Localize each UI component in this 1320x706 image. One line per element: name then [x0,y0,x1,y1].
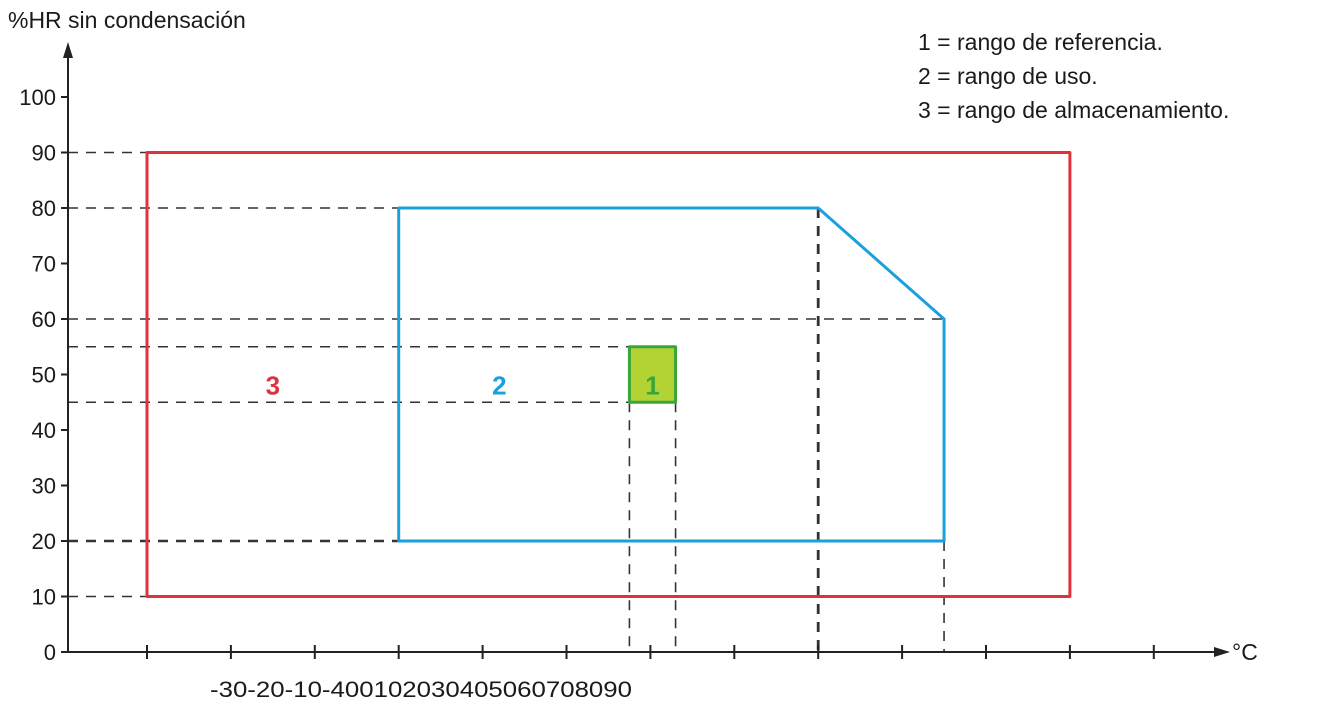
y-tick-label-90: 90 [32,141,56,166]
y-tick-label-20: 20 [32,529,56,554]
legend-item-2: 2 = rango de uso. [918,63,1098,89]
region-2-shape [397,206,946,543]
guide-lines [68,151,945,652]
region-label-3: 3 [266,371,280,401]
region-label-2: 2 [492,371,506,401]
region-labels: 3 2 1 [266,371,660,401]
y-axis-arrow [63,42,73,58]
region-label-1: 1 [645,371,659,401]
legend-item-3: 3 = rango de almacenamiento. [918,97,1229,123]
y-tick-label-0: 0 [44,640,56,665]
y-tick-label-60: 60 [32,307,56,332]
x-axis-unit: °C [1232,639,1258,665]
y-tick-label-70: 70 [32,252,56,277]
y-tick-label-80: 80 [32,196,56,221]
y-ticks: 0 10 20 30 40 50 60 70 80 90 100 [19,85,68,665]
x-ticks [146,645,1155,659]
y-tick-label-10: 10 [32,585,56,610]
x-tick-labels: -30-20-10-400102030405060708090 [210,677,632,702]
y-tick-label-50: 50 [32,363,56,388]
regions [145,151,1072,598]
y-axis-title: %HR sin condensación [8,7,246,33]
region-1-shape [627,345,678,404]
y-tick-label-100: 100 [19,85,56,110]
y-tick-label-40: 40 [32,418,56,443]
x-axis-arrow [1214,647,1230,657]
y-tick-label-30: 30 [32,474,56,499]
legend-item-1: 1 = rango de referencia. [918,29,1163,55]
region-3-shape [145,151,1072,598]
legend: 1 = rango de referencia. 2 = rango de us… [918,29,1229,123]
